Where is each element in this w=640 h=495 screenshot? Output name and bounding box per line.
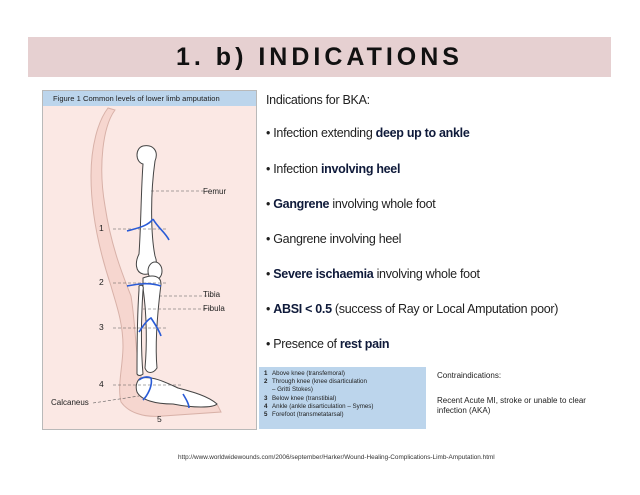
calcaneus-guide [92, 395, 140, 404]
title-band: 1. b) INDICATIONS [28, 37, 611, 77]
level-2-number: 2 [99, 277, 104, 287]
indication-item: • Presence of rest pain [266, 337, 390, 351]
level-5-number: 5 [157, 414, 162, 424]
level-3-number: 3 [99, 322, 104, 332]
cut-line-4 [138, 376, 153, 401]
level-1-number: 1 [99, 223, 104, 233]
contraindication-line: infection (AKA) [437, 406, 491, 415]
cut-line-3 [138, 316, 162, 337]
cut-line-5 [182, 393, 190, 409]
amputation-figure: Figure 1 Common levels of lower limb amp… [42, 90, 257, 430]
tibia-label: Tibia [203, 290, 221, 299]
level-4-number: 4 [99, 379, 104, 389]
indication-item: • Gangrene involving whole foot [266, 197, 436, 211]
legend-row: – Gritti Stokes) [272, 386, 313, 394]
slide-title: 1. b) INDICATIONS [176, 42, 463, 71]
cut-line-2 [126, 282, 162, 287]
calcaneus-label: Calcaneus [51, 398, 89, 407]
indication-item: • Infection involving heel [266, 162, 401, 176]
cut-line-1 [126, 218, 170, 241]
indications-heading: Indications for BKA: [266, 93, 370, 107]
leg-illustration [90, 107, 222, 417]
fibula-label: Fibula [203, 304, 225, 313]
indication-item: • ABSI < 0.5 (success of Ray or Local Am… [266, 302, 559, 316]
foot-bones [135, 377, 218, 408]
tibia-bone [142, 275, 162, 373]
femur-bone [135, 145, 157, 275]
source-url[interactable]: http://www.worldwidewounds.com/2006/sept… [178, 454, 495, 461]
contraindications-heading: Contraindications: [437, 371, 502, 380]
figure-caption: Figure 1 Common levels of lower limb amp… [43, 91, 256, 106]
indication-item: • Infection extending deep up to ankle [266, 126, 470, 140]
contraindication-line: Recent Acute MI, stroke or unable to cle… [437, 396, 586, 405]
femur-label: Femur [203, 187, 227, 196]
leg-outline [90, 107, 222, 417]
indication-item: • Severe ischaemia involving whole foot [266, 267, 480, 281]
indication-item: • Gangrene involving heel [266, 232, 402, 246]
